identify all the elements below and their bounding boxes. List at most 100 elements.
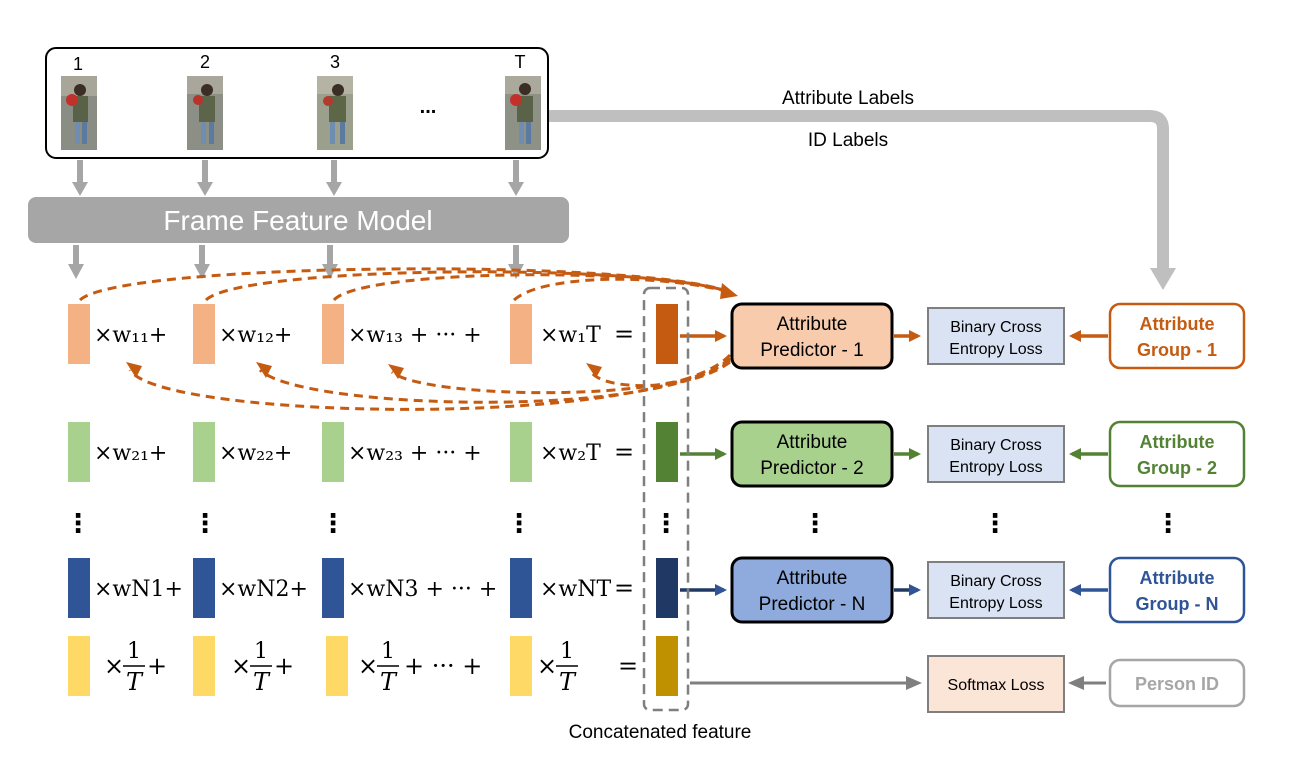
concatenated-feature-caption: Concatenated feature — [569, 722, 752, 743]
attribute-group-1 — [1108, 302, 1246, 370]
svg-text:×: × — [537, 652, 557, 680]
frame-feature — [193, 558, 215, 618]
svg-text:=: = — [618, 652, 638, 680]
equals-sign: = — [614, 320, 634, 348]
frame-label-1: 1 — [73, 54, 83, 74]
svg-text:T: T — [253, 668, 271, 696]
svg-text:⋮: ⋮ — [1155, 508, 1181, 538]
concat-feature-segment — [656, 422, 678, 482]
group-label-line1: Attribute — [1140, 568, 1215, 588]
frame-feature — [68, 558, 90, 618]
attribute-row-3: ×wN1+×wN2+×wN3 + ··· +×wNT=AttributePred… — [68, 556, 1246, 624]
svg-text:×: × — [104, 652, 124, 680]
svg-text:⋮: ⋮ — [506, 508, 532, 538]
weight-term: ×w₁₁+ — [94, 323, 167, 348]
attribute-group-2 — [1108, 420, 1246, 488]
svg-text:⋮: ⋮ — [802, 508, 828, 538]
frame-to-model-arrows — [72, 160, 524, 196]
predictor-label-line2: Predictor - 2 — [760, 458, 863, 479]
weight-term: ×w₂₃ + ··· + — [348, 441, 482, 466]
svg-text:1: 1 — [560, 639, 574, 664]
svg-text:+: + — [274, 652, 294, 680]
loss-label-line1: Binary Cross — [950, 437, 1042, 454]
binary-cross-entropy-loss-1 — [927, 307, 1065, 365]
id-feature-3 — [326, 636, 348, 696]
frame-feature — [193, 304, 215, 364]
binary-cross-entropy-loss-2 — [927, 425, 1065, 483]
loss-label-line1: Binary Cross — [950, 573, 1042, 590]
svg-text:⋮: ⋮ — [192, 508, 218, 538]
attribute-predictor-1 — [730, 302, 894, 370]
frame-thumbnail-3 — [317, 76, 353, 150]
id-feature-2 — [193, 636, 215, 696]
attribute-labels-text: Attribute Labels — [782, 88, 914, 109]
concat-feature-segment — [656, 304, 678, 364]
svg-text:⋮: ⋮ — [653, 508, 679, 538]
weight-term: ×wN2+ — [219, 577, 308, 602]
attention-arcs — [78, 267, 732, 411]
vertical-dots-row: ⋮ ⋮ ⋮ ⋮ ⋮ ⋮ ⋮ ⋮ — [65, 508, 1181, 538]
binary-cross-entropy-loss-3 — [927, 561, 1065, 619]
id-feature-t — [510, 636, 532, 696]
weight-term: ×w₂₂+ — [219, 441, 292, 466]
frame-feature — [322, 558, 344, 618]
id-labels-text: ID Labels — [808, 130, 888, 151]
loss-label-line2: Entropy Loss — [949, 595, 1042, 612]
weight-term: ×w₁₂+ — [219, 323, 292, 348]
group-label-line1: Attribute — [1140, 314, 1215, 334]
svg-text:⋮: ⋮ — [65, 508, 91, 538]
frame-thumbnail-1 — [61, 76, 97, 150]
frame-feature — [510, 422, 532, 482]
frame-feature — [68, 304, 90, 364]
equals-sign: = — [614, 438, 634, 466]
svg-text:+ ··· +: + ··· + — [404, 652, 482, 680]
labels-arrow-head — [1150, 268, 1176, 290]
equals-sign: = — [614, 574, 634, 602]
attribute-row-1: ×w₁₁+×w₁₂+×w₁₃ + ··· +×w₁T=AttributePred… — [68, 302, 1246, 370]
weight-term: ×wN1+ — [94, 577, 183, 602]
svg-text:×: × — [358, 652, 378, 680]
id-row: × 1 T + × 1 T + × 1 T + ··· + × 1 T = So… — [68, 636, 1246, 713]
model-to-feature-arrows — [68, 245, 524, 279]
labels-arrow — [549, 110, 1169, 270]
id-concat-feature — [656, 636, 678, 696]
attribute-predictor-3 — [730, 556, 894, 624]
weight-term: ×w₁T — [540, 323, 601, 348]
weight-term: ×wNT — [540, 577, 612, 602]
loss-label-line2: Entropy Loss — [949, 459, 1042, 476]
frame-feature — [322, 422, 344, 482]
attribute-group-3 — [1108, 556, 1246, 624]
predictor-label-line1: Attribute — [777, 432, 848, 453]
svg-text:1: 1 — [127, 639, 141, 664]
group-label-line2: Group - 2 — [1137, 458, 1217, 478]
loss-label-line1: Binary Cross — [950, 319, 1042, 336]
svg-text:+: + — [147, 652, 167, 680]
svg-text:T: T — [126, 668, 144, 696]
frame-label-2: 2 — [200, 52, 210, 72]
attribute-predictor-2 — [730, 420, 894, 488]
frame-feature — [510, 558, 532, 618]
weight-term: ×w₂T — [540, 441, 601, 466]
svg-text:T: T — [559, 668, 577, 696]
svg-text:⋮: ⋮ — [320, 508, 346, 538]
person-id-box — [1108, 658, 1246, 708]
concat-feature-segment — [656, 558, 678, 618]
group-label-line2: Group - 1 — [1137, 340, 1217, 360]
frame-feature — [322, 304, 344, 364]
concatenated-feature-box — [642, 286, 690, 712]
frame-thumbnail-t — [505, 76, 541, 150]
frame-label-t: T — [515, 52, 526, 72]
frame-feature-model-label: Frame Feature Model — [163, 205, 432, 236]
svg-text:1: 1 — [254, 639, 268, 664]
weight-term: ×wN3 + ··· + — [348, 577, 497, 602]
person-id-label: Person ID — [1135, 674, 1219, 694]
svg-text:⋮: ⋮ — [982, 508, 1008, 538]
attribute-row-2: ×w₂₁+ ×w₂₂+ ×w₂₃ + ··· + ×w₂T = AttributePred… — [68, 420, 1246, 488]
predictor-label-line1: Attribute — [777, 568, 848, 589]
weight-term: ×w₂₁+ — [94, 441, 167, 466]
weight-term: ×w₁₃ + ··· + — [348, 323, 482, 348]
group-label-line1: Attribute — [1140, 432, 1215, 452]
id-feature-1 — [68, 636, 90, 696]
svg-text:×: × — [231, 652, 251, 680]
